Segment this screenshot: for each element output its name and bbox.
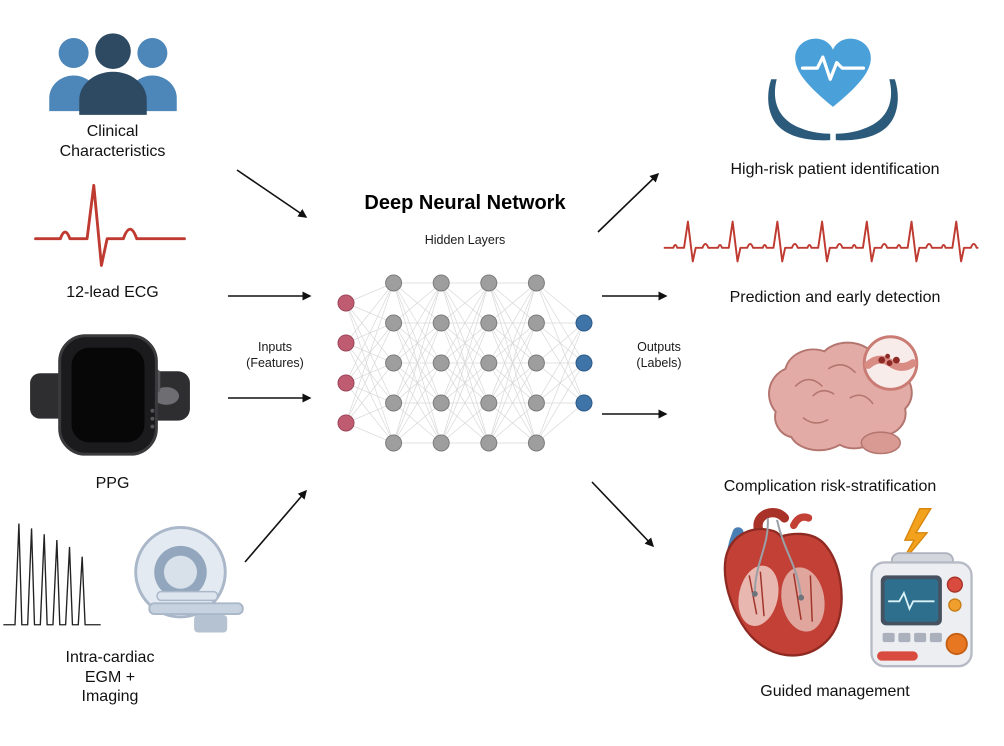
- input-label-ppg: PPG: [95, 475, 130, 492]
- input-label-ecg: 12-lead ECG: [66, 284, 159, 301]
- brain-stroke-icon: [742, 328, 932, 474]
- hands-heart-icon: [763, 22, 903, 142]
- diagram-title: Deep Neural Network: [364, 192, 566, 214]
- output-label-management: Guided management: [760, 683, 910, 700]
- input-label-egm: Intra-cardiac EGM + Imaging: [65, 649, 155, 706]
- neural-network-graphic: [332, 250, 598, 476]
- ecg-strip-icon: [660, 207, 990, 277]
- output-label-complication: Complication risk-stratification: [723, 478, 937, 495]
- output-label-high-risk: High-risk patient identification: [730, 161, 940, 178]
- input-label-clinical: Clinical Characteristics: [59, 123, 166, 160]
- smartwatch-icon: [25, 320, 195, 468]
- output-label-prediction: Prediction and early detection: [729, 289, 941, 306]
- ecg-waveform-icon: [30, 170, 190, 275]
- people-group-icon: [38, 28, 188, 123]
- hidden-layers-label: Hidden Layers: [424, 233, 506, 247]
- heart-defibrillator-icon: [690, 505, 990, 681]
- egm-mri-icon: [0, 506, 250, 652]
- outputs-labels-label: Outputs (Labels): [636, 340, 682, 370]
- inputs-features-label: Inputs (Features): [246, 340, 304, 370]
